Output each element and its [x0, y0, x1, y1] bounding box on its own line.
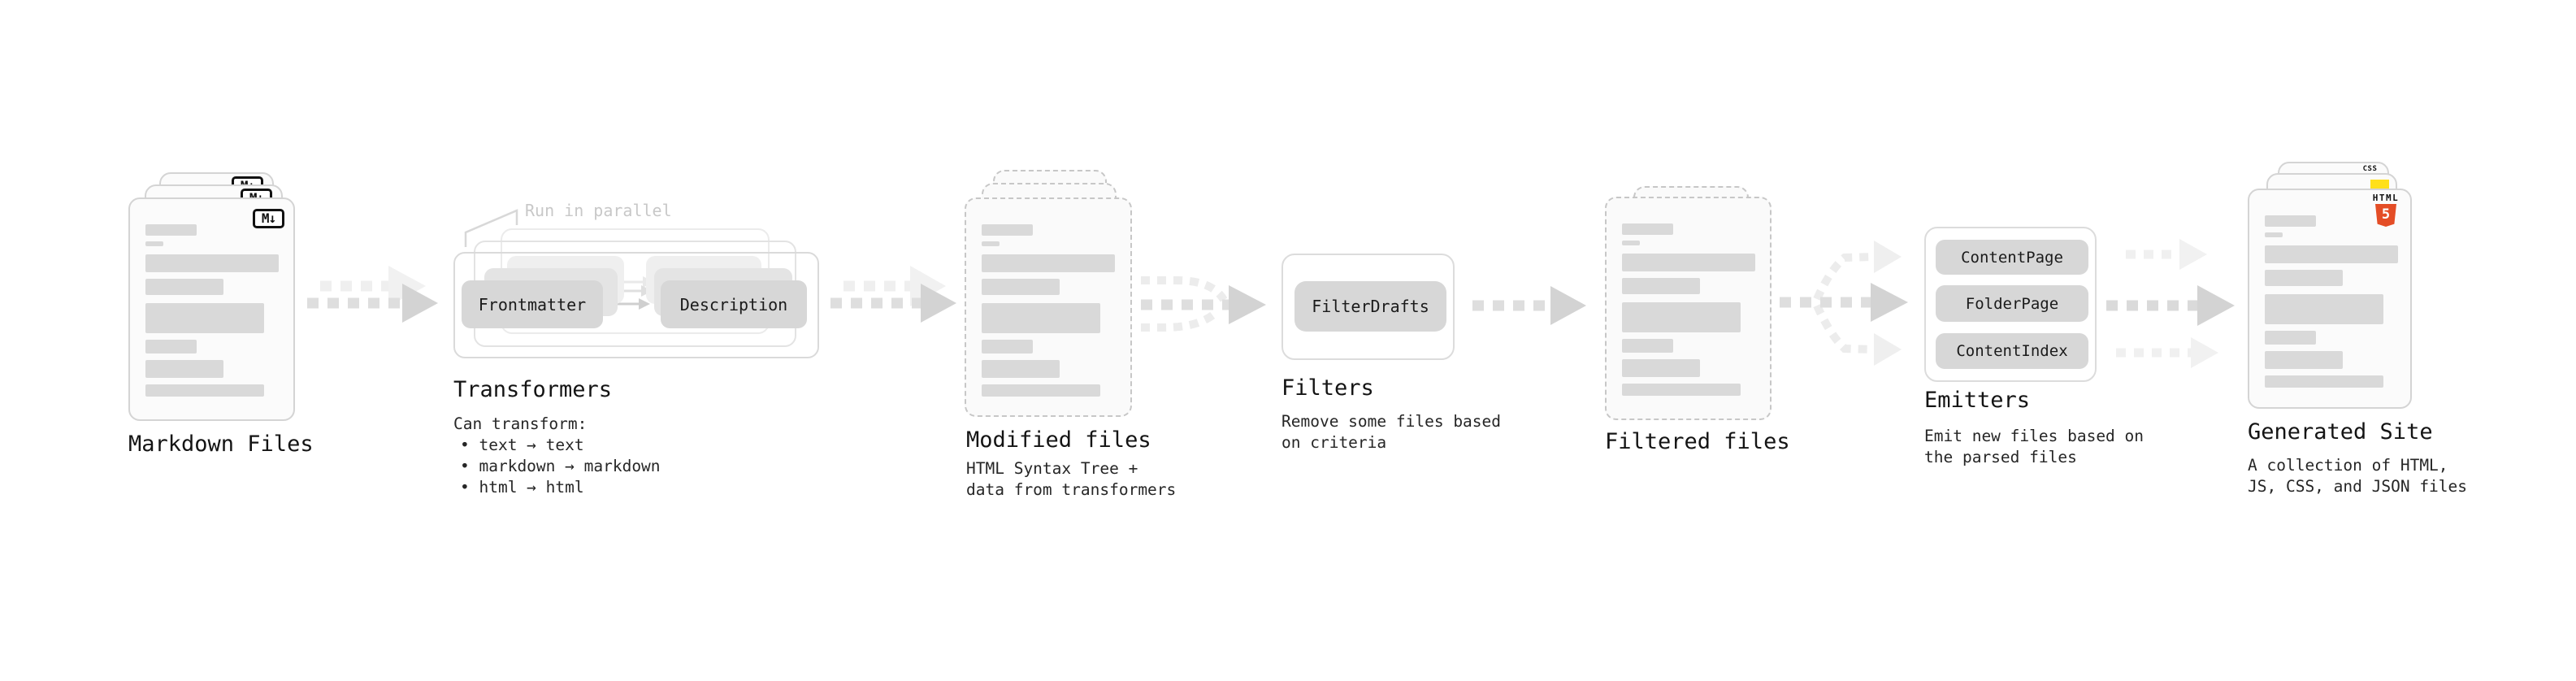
- run-in-parallel-note: Run in parallel: [525, 201, 672, 220]
- arrow-filtered-to-emitters: [1780, 241, 1908, 366]
- generated-site-caption: A collection of HTML, JS, CSS, and JSON …: [2248, 456, 2468, 496]
- generated-site-label: Generated Site: [2248, 419, 2433, 445]
- text-placeholder-bars: [1622, 223, 1755, 396]
- filters-panel: FilterDrafts: [1281, 254, 1455, 360]
- emitter-node-contentpage: ContentPage: [1936, 240, 2088, 275]
- transformers-stack: Frontmatter Description: [453, 228, 821, 360]
- html5-icon: HTML 5: [2369, 193, 2403, 227]
- markdown-file-card-front: M↓: [128, 197, 295, 421]
- modified-files-stack: [965, 170, 1135, 422]
- filtered-files-label: Filtered files: [1605, 429, 1790, 454]
- filters-label: Filters: [1281, 375, 1374, 401]
- transformer-node-description: Description: [661, 280, 807, 328]
- transformers-bullet: • markdown → markdown: [460, 457, 661, 475]
- modified-files-label: Modified files: [966, 427, 1151, 453]
- filters-caption: Remove some files based on criteria: [1281, 412, 1502, 452]
- generated-site-stack: CSS HTML 5: [2248, 162, 2418, 414]
- modified-files-caption: HTML Syntax Tree + data from transformer…: [966, 459, 1177, 499]
- arrow-markdown-to-transformers: [307, 266, 438, 323]
- modified-file-card-front: [965, 197, 1132, 417]
- filtered-files-stack: [1605, 186, 1776, 422]
- emitters-caption: Emit new files based on the parsed files: [1924, 427, 2144, 466]
- markdown-files-stack: M↓ M↓ M↓: [128, 172, 299, 424]
- transformer-box-front: [453, 252, 819, 358]
- emitters-label: Emitters: [1924, 388, 2031, 413]
- text-placeholder-bars: [982, 224, 1115, 397]
- filter-node-filterdrafts: FilterDrafts: [1295, 281, 1446, 332]
- emitter-node-folderpage: FolderPage: [1936, 285, 2088, 322]
- filtered-file-card-front: [1605, 197, 1772, 420]
- arrow-modified-to-filters: [1141, 276, 1266, 332]
- arrow-emitters-to-generated: [2106, 239, 2235, 368]
- markdown-icon: M↓: [253, 209, 284, 228]
- transformers-label: Transformers: [453, 377, 613, 402]
- emitters-panel: ContentPage FolderPage ContentIndex: [1924, 227, 2097, 382]
- emitter-node-contentindex: ContentIndex: [1936, 333, 2088, 369]
- markdown-files-label: Markdown Files: [128, 432, 314, 457]
- transformer-node-frontmatter: Frontmatter: [462, 280, 603, 328]
- transformers-bullet: • html → html: [460, 478, 584, 497]
- transformers-bullet: • text → text: [460, 436, 584, 454]
- arrow-transformers-to-modified: [830, 266, 956, 323]
- text-placeholder-bars: [145, 224, 279, 397]
- text-placeholder-bars: [2265, 215, 2398, 388]
- generated-file-card-html: HTML 5: [2248, 189, 2412, 409]
- transformers-caption-heading: Can transform:: [453, 414, 588, 433]
- arrow-filters-to-filtered: [1472, 286, 1586, 325]
